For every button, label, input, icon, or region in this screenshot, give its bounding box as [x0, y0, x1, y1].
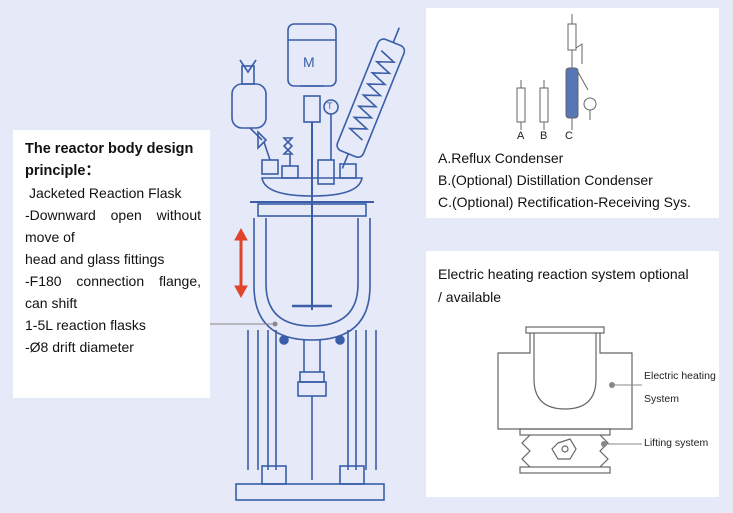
design-item: -Ø8 drift diameter	[25, 339, 134, 355]
heating-header-line1: Electric heating reaction system optiona…	[438, 266, 689, 282]
callout-heating-line1: Electric heating	[644, 370, 716, 382]
condenser-label-a: A	[517, 130, 525, 142]
design-title: The reactor body design principle：	[25, 141, 194, 179]
callout-lifting: Lifting system	[644, 437, 709, 449]
condenser-option-b: B.(Optional) Distillation Condenser	[438, 172, 653, 188]
design-item: -Downward open without	[25, 207, 201, 223]
heating-illustration	[497, 326, 642, 474]
heating-header-line2: / available	[438, 289, 502, 305]
lift-arrow	[234, 227, 248, 299]
condenser-option-a: A.Reflux Condenser	[438, 150, 564, 166]
stand-base	[235, 483, 385, 501]
jacket-outer	[253, 218, 371, 341]
motor-label: M	[303, 54, 315, 70]
electric-heating-panel: Electric heating reaction system optiona…	[426, 251, 719, 497]
design-item: can shift	[25, 295, 78, 311]
design-item: move of	[25, 229, 75, 245]
condenser-label-b: B	[540, 130, 548, 142]
condenser-options-panel: A B C A.Reflux Condenser B.(Optional) Di…	[426, 8, 719, 218]
inner-vessel	[265, 218, 359, 327]
thermometer-label: T	[327, 101, 333, 111]
condenser-illustration	[516, 14, 597, 130]
callout-heating-line2: System	[644, 393, 680, 405]
design-item: Jacketed Reaction Flask	[29, 185, 182, 201]
condenser-label-c: C	[565, 130, 573, 142]
design-item: 1-5L reaction flasks	[25, 317, 146, 333]
design-item: head and glass fittings	[25, 251, 165, 267]
design-principle-panel: The reactor body design principle： Jacke…	[13, 130, 210, 398]
design-item: -F180 connection flange,	[25, 273, 201, 289]
condenser-option-c: C.(Optional) Rectification-Receiving Sys…	[438, 194, 691, 210]
